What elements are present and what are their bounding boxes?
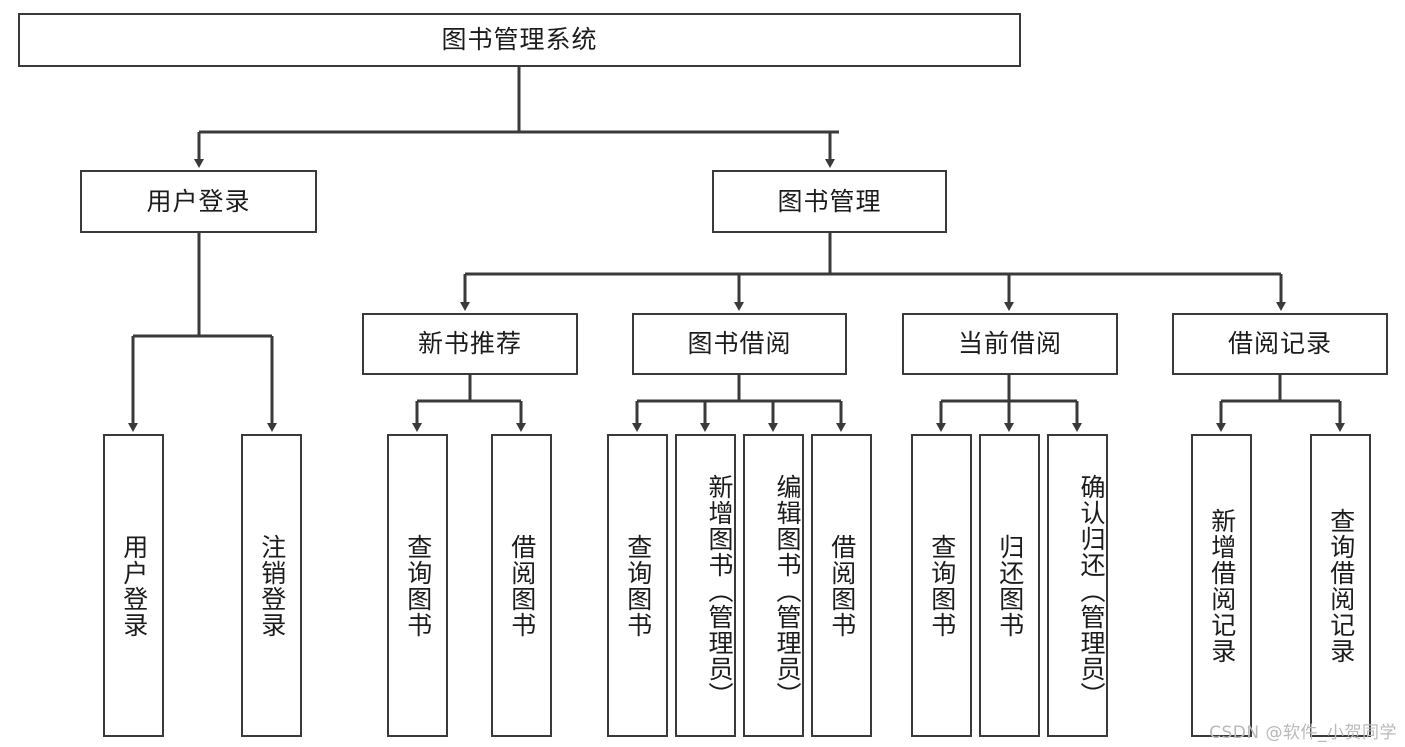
- node-leaf-add-borrow-record[interactable]: 新增借阅记录: [1191, 434, 1252, 737]
- node-leaf-borrow-book-1[interactable]: 借阅图书: [491, 434, 552, 737]
- node-root-book-management-system[interactable]: 图书管理系统: [18, 13, 1021, 67]
- node-label: 借阅图书: [507, 533, 537, 638]
- node-label: 当前借阅: [957, 329, 1062, 358]
- node-label: 新增图书（管理员）: [705, 473, 734, 708]
- node-leaf-query-borrow-record[interactable]: 查询借阅记录: [1310, 434, 1371, 737]
- node-label: 借阅记录: [1227, 329, 1332, 358]
- node-label: 查询借阅记录: [1326, 507, 1356, 664]
- node-label: 图书借阅: [687, 329, 792, 358]
- node-leaf-query-book-3[interactable]: 查询图书: [911, 434, 972, 737]
- node-label: 归还图书: [995, 533, 1025, 638]
- node-label: 编辑图书（管理员）: [773, 473, 802, 708]
- node-label: 图书管理系统: [441, 25, 598, 54]
- node-label: 新增借阅记录: [1207, 507, 1237, 664]
- node-label: 查询图书: [927, 533, 957, 638]
- node-current-borrow[interactable]: 当前借阅: [902, 313, 1118, 375]
- node-label: 借阅图书: [827, 533, 857, 638]
- node-leaf-query-book-2[interactable]: 查询图书: [607, 434, 668, 737]
- node-label: 用户登录: [146, 186, 251, 216]
- node-leaf-return-book[interactable]: 归还图书: [979, 434, 1040, 737]
- node-label: 查询图书: [623, 533, 653, 638]
- node-leaf-user-login[interactable]: 用户登录: [103, 434, 164, 737]
- node-label: 查询图书: [403, 533, 433, 638]
- csdn-watermark: CSDN @软件_小贺同学: [1209, 723, 1397, 743]
- node-leaf-confirm-return-admin[interactable]: 确认归还（管理员）: [1047, 434, 1108, 737]
- node-label: 新书推荐: [417, 329, 522, 358]
- node-label: 注销登录: [257, 533, 287, 638]
- node-new-book-recommendation[interactable]: 新书推荐: [362, 313, 578, 375]
- node-leaf-logout-login[interactable]: 注销登录: [241, 434, 302, 737]
- node-book-borrow[interactable]: 图书借阅: [632, 313, 847, 375]
- node-label: 用户登录: [119, 533, 149, 638]
- node-leaf-borrow-book-2[interactable]: 借阅图书: [811, 434, 872, 737]
- node-leaf-add-book-admin[interactable]: 新增图书（管理员）: [675, 434, 736, 737]
- node-leaf-edit-book-admin[interactable]: 编辑图书（管理员）: [743, 434, 804, 737]
- node-label: 图书管理: [777, 186, 882, 216]
- node-leaf-query-book-1[interactable]: 查询图书: [387, 434, 448, 737]
- node-borrow-record[interactable]: 借阅记录: [1172, 313, 1388, 375]
- node-user-login[interactable]: 用户登录: [80, 170, 317, 233]
- node-book-manage[interactable]: 图书管理: [712, 170, 947, 233]
- node-label: 确认归还（管理员）: [1077, 473, 1106, 708]
